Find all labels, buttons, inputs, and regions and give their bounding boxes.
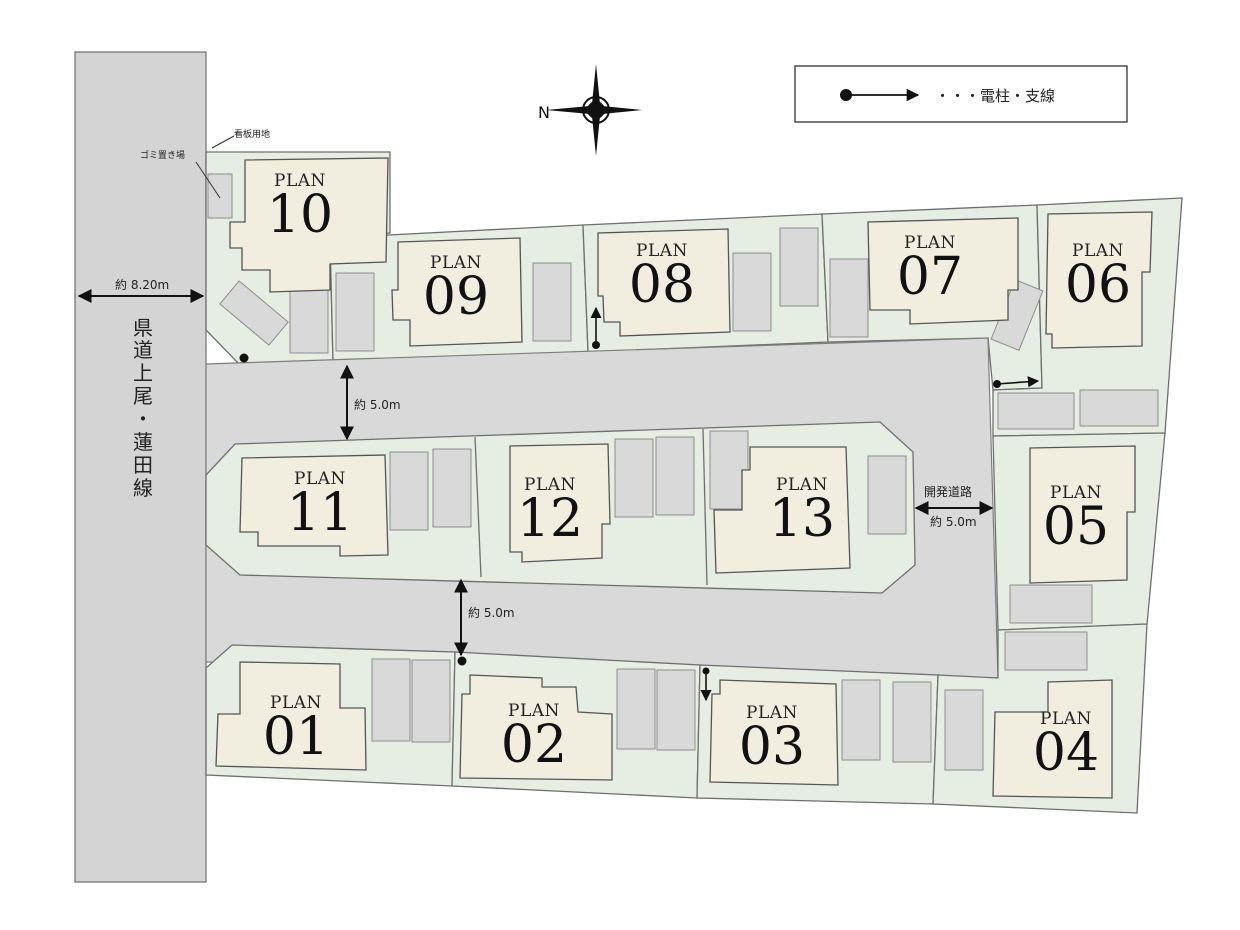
plan-06-number: 06: [1065, 255, 1131, 315]
plan-05-word: PLAN: [1050, 483, 1102, 503]
plan-04-number: 04: [1033, 723, 1099, 783]
plan-labels: PLAN 10 PLAN 09 PLAN 08 PLAN 07 PLAN 06 …: [263, 171, 1131, 783]
plan-08-word: PLAN: [636, 241, 688, 261]
plan-05-number: 05: [1043, 497, 1109, 557]
plan-10-word: PLAN: [274, 171, 326, 191]
plan-04-word: PLAN: [1040, 709, 1092, 729]
legend: ・・・電柱・支線: [794, 65, 1128, 123]
plan-07-number: 07: [897, 247, 963, 307]
svg-text:蓮: 蓮: [133, 430, 153, 454]
svg-text:線: 線: [133, 476, 153, 500]
plan-03-number: 03: [739, 717, 805, 777]
plan-07-word: PLAN: [904, 233, 956, 253]
plan-10-number: 10: [267, 185, 333, 245]
plan-11-word: PLAN: [294, 469, 346, 489]
compass: N: [538, 64, 642, 156]
plan-09-word: PLAN: [430, 253, 482, 273]
plan-01-number: 01: [263, 707, 329, 767]
plan-06-word: PLAN: [1072, 241, 1124, 261]
road-width-main-label: 約 8.20m: [115, 277, 169, 292]
plan-02-number: 02: [501, 715, 567, 775]
road-width-top-label: 約 5.0m: [354, 397, 401, 412]
plan-09-number: 09: [423, 267, 489, 327]
prefectural-road-name: 県 道 上 尾 ・ 蓮 田 線: [133, 316, 153, 500]
utility-poles: [239, 306, 1040, 702]
plan-12-number: 12: [517, 489, 583, 549]
road-width-bottom-label: 約 5.0m: [468, 605, 515, 620]
plan-13-word: PLAN: [776, 475, 828, 495]
dev-road-width-label: 約 5.0m: [930, 514, 977, 529]
plan-13-number: 13: [769, 489, 835, 549]
plan-01-word: PLAN: [270, 693, 322, 713]
legend-text: ・・・電柱・支線: [935, 87, 1055, 105]
prefectural-road: [74, 51, 207, 883]
plan-08-number: 08: [629, 255, 695, 315]
plan-12-word: PLAN: [524, 475, 576, 495]
plan-03-word: PLAN: [746, 703, 798, 723]
plan-02-word: PLAN: [508, 701, 560, 721]
svg-text:道: 道: [133, 338, 153, 362]
svg-text:・: ・: [133, 407, 153, 431]
garbage-area-label: ゴミ置き場: [140, 149, 185, 161]
svg-text:県: 県: [133, 316, 153, 340]
svg-text:上: 上: [133, 361, 153, 385]
houses: [215, 157, 1153, 799]
plan-11-number: 11: [287, 483, 353, 543]
compass-north-label: N: [538, 103, 550, 122]
sign-area-label: 看板用地: [234, 128, 270, 140]
dev-road-label: 開発道路: [924, 484, 972, 499]
svg-text:尾: 尾: [133, 384, 153, 408]
svg-text:田: 田: [133, 453, 153, 477]
